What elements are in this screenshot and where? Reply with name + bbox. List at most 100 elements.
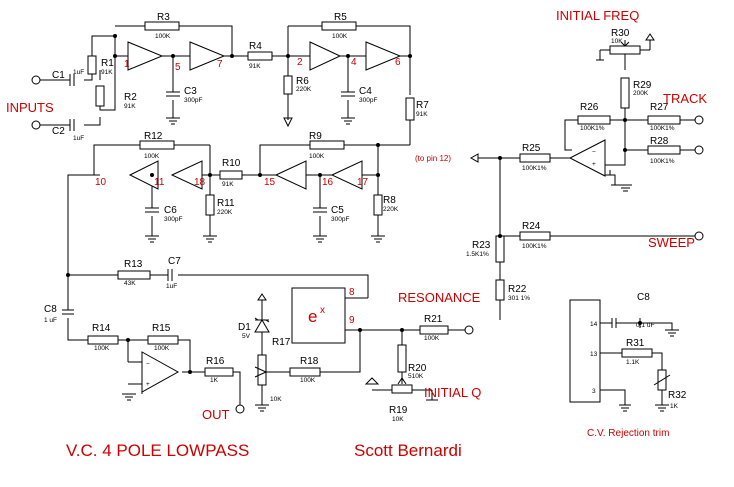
to-pin-label: (to pin 12) [415, 154, 451, 163]
svg-text:13: 13 [590, 351, 598, 358]
terminals [31, 75, 704, 414]
val-R28: 100K1% [650, 158, 675, 165]
val-R29: 200K [633, 90, 649, 97]
val-R21: 100K [424, 335, 440, 342]
ref-R8: R8 [383, 195, 396, 206]
val-R13: 43K [124, 280, 136, 287]
ref-R25: R25 [522, 143, 541, 154]
val-R17: 10K [270, 396, 282, 403]
initial-q-label: INITIAL Q [424, 385, 481, 400]
svg-text:+: + [146, 381, 150, 388]
val-R10: 91K [222, 181, 234, 188]
val-R1: 91K [101, 69, 113, 76]
val-C8: 1 uF [44, 317, 57, 324]
expo-superscript: x [320, 305, 325, 316]
val-C6: 300pF [164, 216, 182, 223]
ref-R19: R19 [389, 405, 408, 416]
ref-D1: D1 [238, 322, 251, 333]
component-labels: R3 100K R5 100K R1 91K C1 1uF R2 91K C2 … [44, 12, 687, 423]
amplifiers: − + − + [127, 41, 606, 393]
junctions [66, 34, 642, 374]
svg-text:7: 7 [217, 59, 223, 70]
val-C3: 300pF [184, 97, 202, 104]
resistors [87, 21, 681, 394]
svg-text:5: 5 [175, 62, 181, 73]
ref-C5: C5 [331, 205, 344, 216]
ref-R18: R18 [300, 356, 319, 367]
val-R22: 301 1% [508, 295, 530, 302]
ref-R3: R3 [157, 12, 170, 23]
capacitors [62, 74, 630, 328]
expo-symbol: e [308, 307, 317, 326]
ref-R27: R27 [650, 102, 669, 113]
svg-text:11: 11 [154, 177, 165, 188]
val-R6: 220K [296, 86, 312, 93]
val-R25: 100K1% [522, 165, 547, 172]
ref-R20: R20 [408, 363, 427, 374]
ref-C7: C7 [168, 256, 181, 267]
val-R7: 91K [416, 111, 428, 118]
svg-text:2: 2 [297, 57, 303, 68]
svg-text:−: − [146, 361, 150, 368]
svg-text:1: 1 [124, 59, 130, 70]
svg-text:6: 6 [395, 57, 401, 68]
val-C5: 300pF [331, 216, 349, 223]
val-R3: 100K [155, 33, 171, 40]
ref-R4: R4 [249, 41, 262, 52]
page-title: V.C. 4 POLE LOWPASS [66, 441, 249, 460]
ref-R24: R24 [522, 221, 541, 232]
svg-text:15: 15 [264, 177, 276, 188]
ref-C4: C4 [359, 86, 372, 97]
val-R5: 100K [332, 33, 348, 40]
ref-R28: R28 [650, 136, 669, 147]
pin-numbers: 1 5 7 2 4 6 10 11 18 15 16 17 8 9 14 13 … [95, 57, 598, 395]
grounds [122, 117, 679, 412]
ref-R22: R22 [508, 284, 527, 295]
out-label: OUT [202, 407, 230, 422]
val-R4: 91K [249, 63, 261, 70]
chip-outline [569, 299, 601, 403]
ref-R5: R5 [334, 12, 347, 23]
inputs-label: INPUTS [6, 100, 54, 115]
val-R32: 1K [670, 403, 679, 410]
ref-R16: R16 [206, 356, 225, 367]
svg-text:9: 9 [349, 315, 355, 326]
ref-R9: R9 [309, 131, 322, 142]
ref-C1: C1 [52, 70, 65, 81]
svg-text:14: 14 [590, 321, 598, 328]
val-R14: 100K [94, 345, 110, 352]
svg-text:−: − [592, 149, 596, 156]
val-C2: 1uF [73, 135, 84, 142]
svg-text:16: 16 [322, 177, 334, 188]
ref-R21: R21 [424, 314, 443, 325]
ref-C2: C2 [52, 126, 65, 137]
sweep-label: SWEEP [648, 235, 695, 250]
ref-R10: R10 [222, 158, 241, 169]
val-C8-chip: 0.1 uF [636, 322, 654, 329]
val-R23: 1.5K1% [466, 251, 489, 258]
svg-text:18: 18 [194, 177, 206, 188]
val-C1: 1uF [73, 69, 84, 76]
ref-R1: R1 [101, 58, 114, 69]
ref-C8-chip: C8 [637, 292, 650, 303]
val-R26: 100K1% [580, 125, 605, 132]
ref-C8-left: C8 [44, 304, 57, 315]
svg-text:4: 4 [351, 57, 357, 68]
val-R2: 91K [124, 103, 136, 110]
ref-R17: R17 [272, 337, 291, 348]
ref-R15: R15 [152, 323, 171, 334]
svg-text:3: 3 [592, 388, 596, 395]
expo-converter-box [291, 287, 346, 344]
ref-R26: R26 [580, 102, 599, 113]
ref-R23: R23 [472, 240, 491, 251]
val-R20: 510K [408, 373, 424, 380]
svg-text:8: 8 [349, 287, 355, 298]
ref-R7: R7 [416, 100, 429, 111]
ref-R29: R29 [633, 80, 652, 91]
val-R19: 10K [392, 416, 404, 423]
val-C7: 1uF [166, 283, 177, 290]
svg-text:10: 10 [95, 177, 107, 188]
val-R8: 220K [383, 206, 399, 213]
val-R27: 100K1% [650, 125, 675, 132]
